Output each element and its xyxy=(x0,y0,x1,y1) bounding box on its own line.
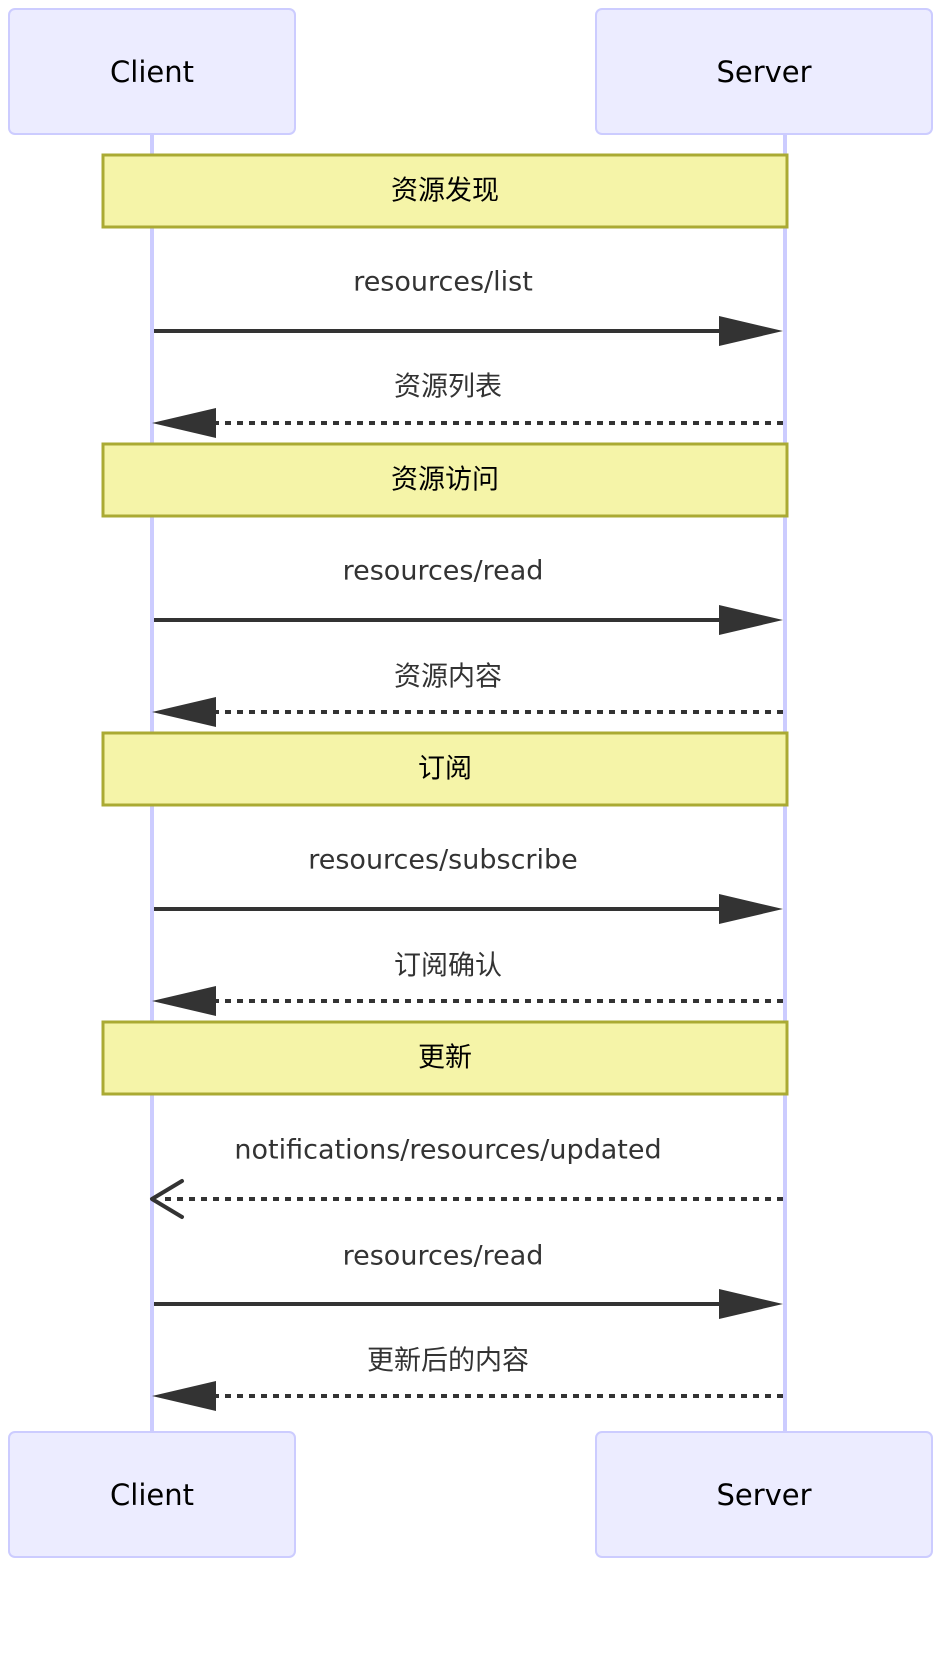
note-subscribe[interactable]: 订阅 xyxy=(101,731,789,807)
note-rect-discovery[interactable] xyxy=(101,153,789,229)
note-rect-access[interactable] xyxy=(101,442,789,518)
actor-label-client-bottom: Client xyxy=(110,1478,194,1512)
actor-bottom-client[interactable]: Client xyxy=(8,1431,296,1558)
message-label-resources-read-2: resources/read xyxy=(343,1241,544,1272)
message-resources-list[interactable]: resources/list xyxy=(154,267,783,347)
note-label-subscribe: 订阅 xyxy=(418,754,472,785)
message-resources-read-2[interactable]: resources/read xyxy=(154,1241,783,1320)
message-label-resources-read-1: resources/read xyxy=(343,556,544,587)
arrowhead-resources-list xyxy=(719,316,783,346)
actor-box-server-top[interactable] xyxy=(595,8,933,135)
message-subscribe-ack-reply[interactable]: 订阅确认 xyxy=(152,951,783,1017)
message-label-subscribe-ack-reply: 订阅确认 xyxy=(394,951,502,982)
note-discovery[interactable]: 资源发现 xyxy=(101,153,789,229)
message-resource-list-reply[interactable]: 资源列表 xyxy=(152,372,783,439)
actor-label-server-bottom: Server xyxy=(716,1478,811,1512)
actor-label-client-top: Client xyxy=(110,55,194,89)
actor-top-client[interactable]: Client xyxy=(8,8,296,135)
message-notifications-resources-updated[interactable]: notifications/resources/updated xyxy=(150,1135,783,1219)
actor-top-server[interactable]: Server xyxy=(595,8,933,135)
actor-bottom-server[interactable]: Server xyxy=(595,1431,933,1558)
message-label-resource-content-reply: 资源内容 xyxy=(394,662,502,693)
message-label-updated-content-reply: 更新后的内容 xyxy=(367,1346,529,1377)
message-label-resources-list: resources/list xyxy=(353,267,533,298)
arrowhead-resources-read-1 xyxy=(719,605,783,635)
note-rect-update[interactable] xyxy=(101,1020,789,1096)
arrowhead-subscribe-ack-reply xyxy=(152,986,216,1016)
message-resources-subscribe[interactable]: resources/subscribe xyxy=(154,845,783,925)
message-updated-content-reply[interactable]: 更新后的内容 xyxy=(152,1346,783,1412)
actor-box-client-top[interactable] xyxy=(8,8,296,135)
actor-box-client-bottom[interactable] xyxy=(8,1431,296,1558)
arrowhead-resource-content-reply xyxy=(152,697,216,727)
note-rect-subscribe[interactable] xyxy=(101,731,789,807)
message-label-resource-list-reply: 资源列表 xyxy=(394,372,502,403)
arrowhead-updated-content-reply xyxy=(152,1381,216,1411)
arrowhead-resources-read-2 xyxy=(719,1289,783,1319)
arrowhead-notifications-resources-updated xyxy=(150,1179,184,1219)
message-label-notifications-resources-updated: notifications/resources/updated xyxy=(234,1135,661,1166)
arrowhead-resource-list-reply xyxy=(152,408,216,438)
message-resources-read-1[interactable]: resources/read xyxy=(154,556,783,636)
note-update[interactable]: 更新 xyxy=(101,1020,789,1096)
arrowhead-resources-subscribe xyxy=(719,894,783,924)
note-label-access: 资源访问 xyxy=(391,465,499,496)
note-label-discovery: 资源发现 xyxy=(391,176,499,207)
note-access[interactable]: 资源访问 xyxy=(101,442,789,518)
actor-label-server-top: Server xyxy=(716,55,811,89)
note-label-update: 更新 xyxy=(418,1043,472,1074)
actor-box-server-bottom[interactable] xyxy=(595,1431,933,1558)
message-label-resources-subscribe: resources/subscribe xyxy=(308,845,578,876)
message-resource-content-reply[interactable]: 资源内容 xyxy=(152,662,783,728)
